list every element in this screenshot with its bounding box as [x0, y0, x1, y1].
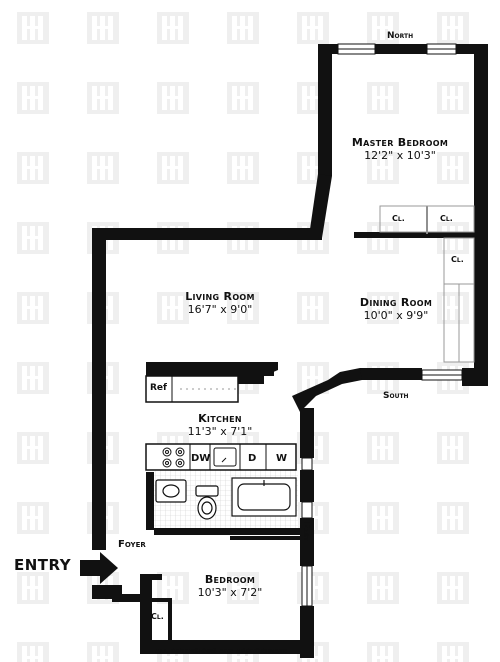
kitchen-fixtures	[145, 362, 297, 471]
walls	[92, 44, 488, 658]
entry-label: ENTRY	[14, 556, 72, 574]
master-closets	[379, 205, 475, 233]
bedroom-label: Bedroom 10'3" x 7'2"	[180, 574, 280, 598]
living-room-label: Living Room 16'7" x 9'0"	[160, 291, 280, 315]
dryer-label: D	[248, 453, 257, 464]
kitchen-label: Kitchen 11'3" x 7'1"	[170, 413, 270, 437]
closet-label: Cl.	[392, 214, 405, 223]
north-windows	[337, 43, 457, 55]
master-bedroom-dims: 12'2" x 10'3"	[364, 149, 436, 162]
entry-arrow-icon	[80, 552, 118, 584]
master-bedroom-name: Master Bedroom	[351, 136, 449, 149]
living-room-dims: 16'7" x 9'0"	[187, 303, 253, 316]
dining-room-dims: 10'0" x 9'9"	[363, 309, 429, 322]
footer-note: ALL DIMENSIONS ARE APPROXIMATE	[155, 648, 288, 655]
east-label: East	[301, 522, 311, 542]
ref-label: Ref	[150, 383, 167, 393]
kitchen-name: Kitchen	[198, 412, 242, 425]
dining-closet	[443, 237, 475, 363]
sink-icon	[213, 447, 237, 467]
bedroom-name: Bedroom	[204, 573, 256, 586]
east-windows	[301, 457, 313, 607]
dining-room-name: Dining Room	[359, 296, 433, 309]
bathtub-icon	[231, 477, 297, 517]
foyer-label: Foyer	[118, 539, 146, 550]
south-label: South	[383, 391, 409, 401]
closet-label: Cl.	[451, 255, 464, 264]
closet-label: Cl.	[440, 214, 453, 223]
bathroom-fixtures	[155, 477, 297, 520]
south-window	[421, 369, 463, 381]
dining-room-label: Dining Room 10'0" x 9'9"	[346, 297, 446, 321]
washer-label: W	[276, 453, 288, 464]
toilet-icon	[195, 485, 219, 520]
master-bedroom-label: Master Bedroom 12'2" x 10'3"	[340, 137, 460, 161]
north-label: North	[387, 31, 414, 41]
dishwasher-label: DW	[191, 453, 211, 464]
living-room-name: Living Room	[185, 290, 255, 303]
closet-label: Cl.	[151, 612, 164, 621]
stove-icon	[162, 447, 185, 468]
kitchen-dims: 11'3" x 7'1"	[187, 425, 253, 438]
bedroom-dims: 10'3" x 7'2"	[197, 586, 263, 599]
